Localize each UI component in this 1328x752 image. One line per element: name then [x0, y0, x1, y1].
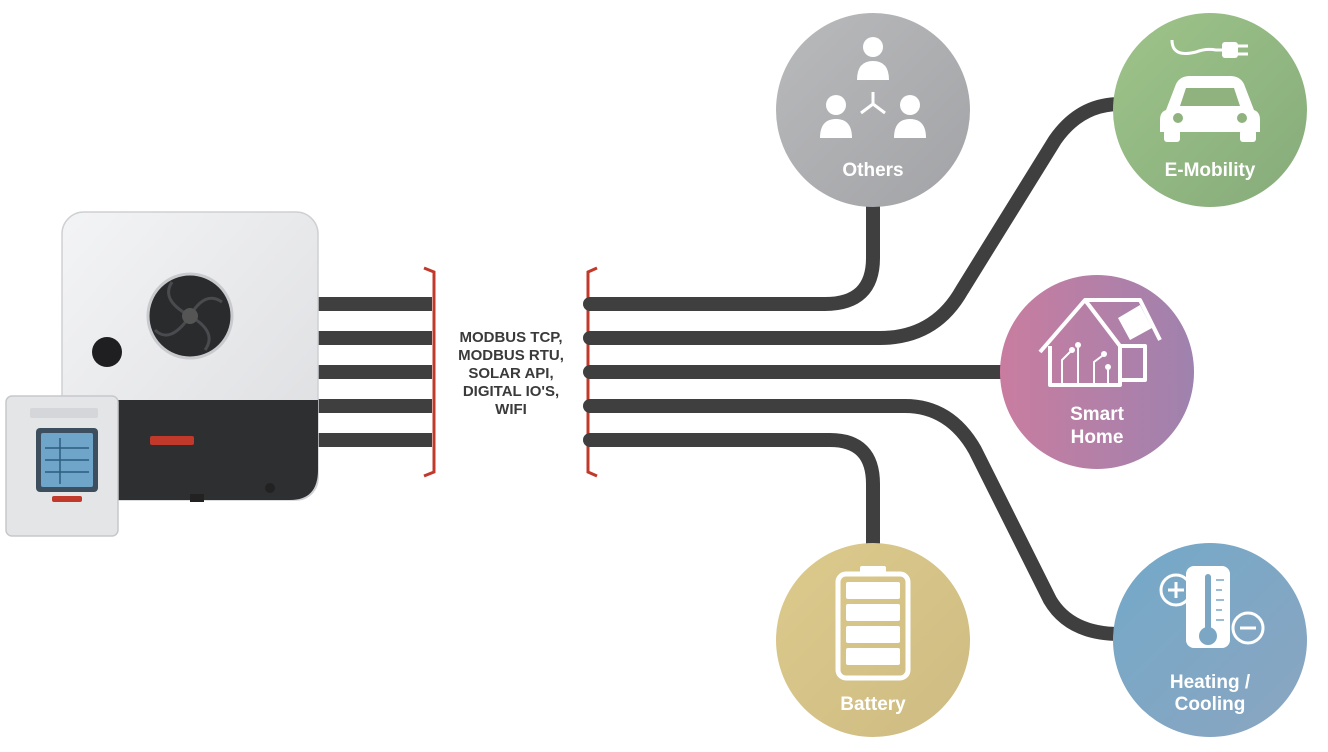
solar-panel-icon	[1118, 305, 1152, 340]
fan-hub	[182, 308, 198, 324]
device-port	[265, 483, 275, 493]
plus-icon	[1159, 573, 1193, 607]
inverter-cables	[312, 297, 432, 447]
electric-car-icon	[1160, 39, 1260, 142]
battery-icon	[835, 566, 911, 681]
node-smarthome-label-line2: Home	[1071, 427, 1124, 448]
cable-to-heating	[583, 399, 1127, 641]
cable-to-battery	[583, 433, 880, 577]
node-heating-label-line2: Cooling	[1175, 694, 1246, 715]
node-emobility-label: E-Mobility	[1165, 160, 1256, 181]
protocol-line: SOLAR API,	[468, 365, 553, 382]
protocol-line: MODBUS RTU,	[458, 347, 564, 364]
node-heating-label-line1: Heating /	[1170, 672, 1251, 693]
meter-logo	[52, 496, 82, 502]
node-smart-home: Smart Home	[1000, 275, 1194, 469]
node-heating-cooling: Heating / Cooling	[1113, 543, 1307, 737]
cable-to-emobility	[583, 97, 1127, 345]
node-cables	[583, 97, 1127, 641]
node-others: Others	[776, 13, 970, 207]
node-smarthome-label-line1: Smart	[1070, 404, 1125, 425]
protocol-line: MODBUS TCP,	[459, 329, 562, 346]
node-e-mobility: E-Mobility	[1113, 13, 1307, 207]
inverter-device	[61, 211, 319, 502]
thermometer-icon	[1186, 566, 1230, 648]
dc-switch-icon	[92, 337, 122, 367]
brand-logo	[150, 436, 194, 445]
protocol-line: WIFI	[495, 401, 527, 418]
node-battery-label: Battery	[840, 694, 906, 715]
minus-icon	[1231, 611, 1265, 645]
people-network-icon	[820, 37, 926, 138]
node-others-label: Others	[842, 160, 903, 181]
smart-house-icon	[1038, 298, 1162, 387]
node-others-circle	[776, 13, 970, 207]
cable-to-others	[583, 193, 880, 311]
protocol-list: MODBUS TCP, MODBUS RTU, SOLAR API, DIGIT…	[458, 329, 564, 418]
left-bracket	[423, 266, 436, 478]
protocol-line: DIGITAL IO'S,	[463, 383, 559, 400]
node-battery: Battery	[776, 543, 970, 737]
device-foot	[190, 494, 204, 502]
inverter-display-band	[62, 400, 318, 500]
smart-meter-device	[5, 395, 119, 537]
